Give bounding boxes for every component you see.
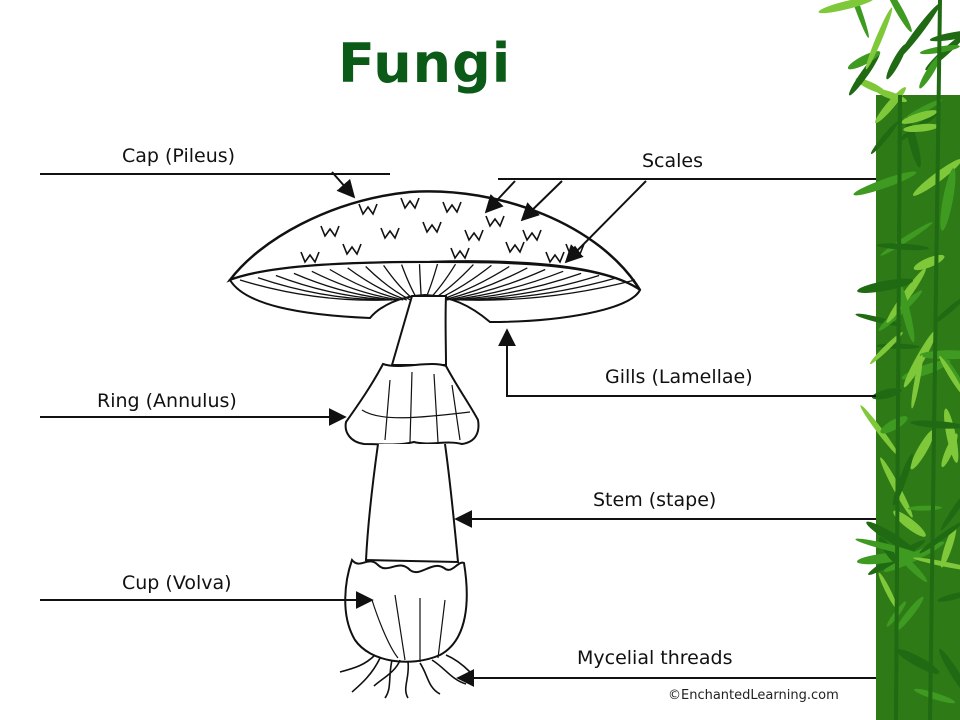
scale-mark	[464, 229, 484, 242]
scale-mark	[505, 241, 525, 254]
gills-arrow	[498, 328, 876, 397]
scale-mark	[522, 229, 542, 242]
scale-mark	[380, 227, 400, 240]
gill-line	[446, 268, 546, 301]
scale-mark	[442, 201, 462, 214]
ring-folds	[361, 371, 471, 443]
gill-line	[275, 274, 393, 301]
volva-folds	[371, 594, 446, 662]
scale-mark	[400, 197, 420, 210]
bamboo-stalk	[894, 94, 902, 720]
cup-volva	[344, 557, 468, 663]
bamboo-leaf	[884, 0, 912, 33]
scales-arrow-3	[564, 180, 647, 264]
label-scales: Scales	[642, 150, 704, 172]
bamboo-leaf	[878, 572, 898, 609]
bamboo-leaf	[940, 524, 957, 568]
stem-lower	[364, 443, 460, 564]
label-stem: Stem (stape)	[593, 489, 717, 511]
mycelial-threads	[339, 654, 471, 699]
bamboo-leaf	[896, 649, 940, 674]
bamboo-leaf	[901, 110, 938, 124]
bamboo-leaf	[933, 297, 960, 324]
bamboo-leaf	[919, 55, 941, 89]
bamboo-leaf	[941, 433, 958, 468]
gill-line	[311, 270, 400, 301]
bamboo-leaf	[939, 648, 960, 700]
bamboo-leaf	[860, 405, 900, 457]
gill-line	[257, 277, 389, 301]
gill-line	[365, 266, 411, 301]
scale-mark	[300, 251, 320, 264]
bamboo-stalk	[928, 0, 942, 720]
bamboo-leaf	[818, 0, 875, 14]
bamboo-leaf	[876, 243, 930, 251]
gill-line	[454, 272, 582, 301]
bamboo-leaf	[929, 30, 960, 42]
gill-line	[347, 267, 408, 301]
gill-line	[457, 274, 600, 301]
bamboo-leaf	[940, 483, 960, 531]
scale-mark	[422, 221, 442, 234]
bamboo-leaf	[913, 557, 960, 572]
label-cap: Cap (Pileus)	[122, 145, 236, 167]
bamboo-leaf	[855, 538, 922, 557]
scale-mark	[358, 203, 378, 216]
bamboo-leaf	[865, 7, 893, 70]
bamboo-leaf	[893, 510, 926, 537]
bamboo-leaf	[910, 429, 935, 470]
bamboo-leaf	[880, 416, 908, 434]
gill-line	[329, 268, 404, 301]
bamboo-leaf	[848, 52, 880, 96]
scale-mark	[450, 247, 470, 260]
bamboo-leaf	[919, 521, 960, 554]
slide-title: Fungi	[338, 32, 512, 95]
bamboo-leaf	[903, 123, 940, 133]
scales-arrow-1	[484, 180, 516, 214]
scale-mark	[545, 251, 565, 264]
gill-line	[443, 267, 528, 301]
bamboo-leaf	[911, 354, 923, 409]
scale-mark	[485, 215, 505, 228]
bamboo-leaf	[866, 521, 915, 553]
gill-line	[464, 279, 636, 301]
bamboo-leaf	[871, 388, 902, 400]
cap-arrow	[331, 171, 356, 199]
label-gills: Gills (Lamellae)	[605, 366, 753, 388]
bamboo-leaf	[869, 332, 903, 365]
stem-upper	[390, 295, 448, 366]
gill-line	[239, 279, 386, 301]
bamboo-leaf	[897, 3, 941, 59]
bamboo-leaf	[886, 268, 926, 323]
label-cup: Cup (Volva)	[122, 572, 232, 594]
bamboo-leaf	[913, 688, 956, 704]
scale-mark	[320, 225, 340, 238]
scale-mark	[342, 243, 362, 256]
label-mycelial: Mycelial threads	[577, 647, 733, 669]
scales-arrow-2	[520, 180, 563, 222]
bamboo-leaf	[897, 281, 915, 343]
gill-lines	[239, 263, 636, 301]
bamboo-leaf	[910, 420, 960, 429]
bamboo-leaf	[870, 121, 899, 154]
bamboo-leaf	[895, 596, 924, 632]
copyright-credit: ©EnchantedLearning.com	[668, 688, 839, 703]
bamboo-leaf	[937, 591, 960, 602]
bamboo-leaf	[939, 355, 960, 397]
bamboo-leaf	[940, 168, 956, 231]
gill-line	[293, 272, 396, 301]
gill-line	[450, 270, 564, 301]
label-ring: Ring (Annulus)	[97, 390, 237, 412]
bamboo-leaves	[818, 0, 960, 720]
